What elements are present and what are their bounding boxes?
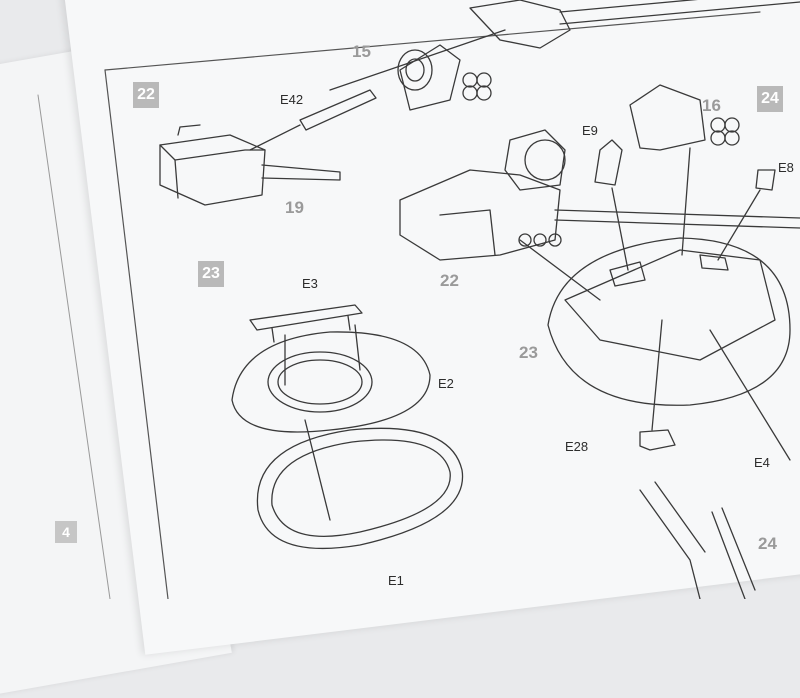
arrow-e3-e2: [284, 324, 361, 386]
part-e3: [249, 304, 363, 343]
arrow-e4: [709, 329, 791, 461]
part-e2: [231, 331, 431, 433]
part-label-e9: E9: [582, 123, 598, 138]
arrow-e9: [611, 187, 629, 271]
step-badge-22: 22: [133, 82, 159, 108]
step-label-19: 19: [285, 198, 304, 217]
part-label-e2: E2: [438, 376, 454, 391]
part-label-e1: E1: [388, 573, 404, 588]
step-badge-24: 24: [757, 86, 783, 112]
turret-22-assembly: [399, 129, 800, 261]
step-label-24: 24: [758, 534, 777, 553]
part-e8: [755, 169, 776, 191]
arrow-e42: [249, 124, 301, 151]
step-label-23: 23: [519, 343, 538, 362]
bottom-barrels: [639, 481, 756, 599]
e42-barrel: [299, 89, 377, 131]
left-page-number: 4: [55, 521, 77, 543]
mantlet-16: [629, 84, 740, 151]
step-label-22: 22: [440, 271, 459, 290]
arrow-e28: [651, 319, 663, 431]
top-turret-part: [469, 0, 571, 49]
step-badge-23: 23: [198, 261, 224, 287]
arrow-16: [681, 147, 691, 256]
part-label-e28: E28: [565, 439, 589, 454]
top-gun-barrel: [559, 0, 800, 25]
mantlet-15: [397, 44, 492, 111]
arrow-15: [329, 29, 506, 91]
assembly-drawing: [37, 0, 800, 599]
turret-hull-23: [547, 237, 791, 406]
step-label-15: 15: [352, 42, 371, 61]
part-label-e8: E8: [778, 160, 794, 175]
part-label-e3: E3: [302, 276, 318, 291]
part-label-e42: E42: [280, 92, 304, 107]
arrow-22-mid: [519, 239, 601, 301]
part-label-e4: E4: [754, 455, 770, 470]
step-label-16: 16: [702, 96, 721, 115]
e9-part: [594, 139, 623, 186]
arrow-e2-e1: [304, 419, 331, 521]
part-e1: [256, 427, 464, 550]
part-e28: [639, 429, 676, 451]
arrow-e8: [717, 189, 761, 261]
turret-22-small: [159, 124, 341, 206]
